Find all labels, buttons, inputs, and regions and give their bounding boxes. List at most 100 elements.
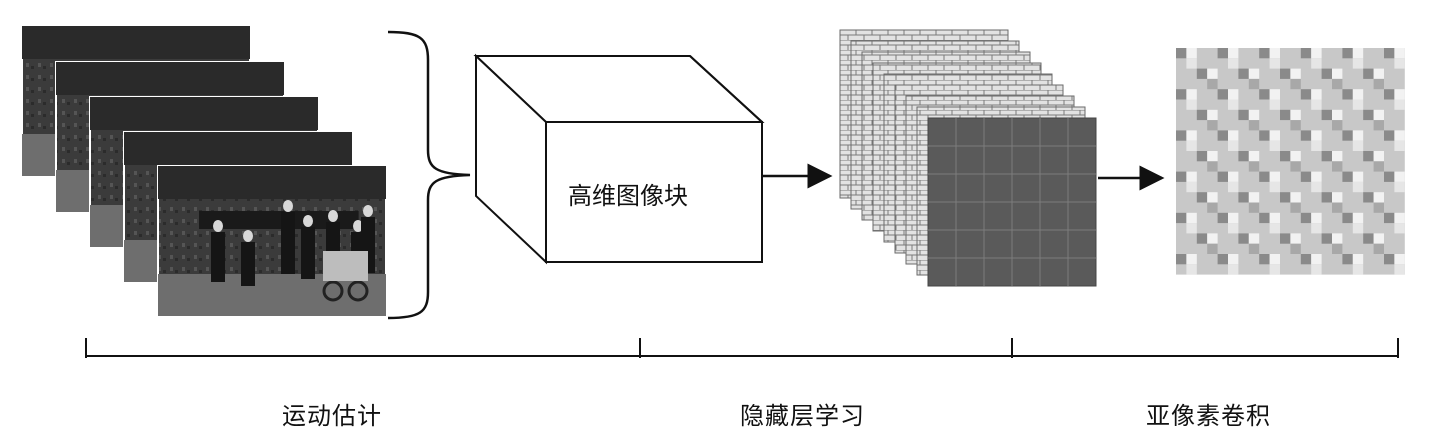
subpixel-cell bbox=[1363, 151, 1374, 162]
subpixel-cell bbox=[1321, 192, 1332, 203]
subpixel-cell bbox=[1352, 89, 1364, 100]
subpixel-cell bbox=[1394, 181, 1405, 193]
subpixel-cell bbox=[1186, 223, 1197, 234]
subpixel-cell bbox=[1228, 212, 1239, 224]
subpixel-cell bbox=[1321, 109, 1332, 121]
subpixel-cell bbox=[1352, 140, 1364, 151]
subpixel-cell bbox=[1290, 109, 1301, 121]
subpixel-cell bbox=[1196, 192, 1208, 203]
subpixel-cell bbox=[1269, 140, 1280, 151]
stage-ruler bbox=[85, 338, 1399, 358]
subpixel-cell bbox=[1238, 192, 1249, 203]
feature-map-stack bbox=[839, 29, 1097, 287]
subpixel-cell bbox=[1176, 130, 1187, 141]
subpixel-cell bbox=[1248, 161, 1260, 172]
stage-label-motion-estimation: 运动估计 bbox=[282, 402, 382, 430]
subpixel-cell bbox=[1363, 233, 1374, 244]
subpixel-cell bbox=[1207, 109, 1218, 121]
subpixel-cell bbox=[1384, 130, 1395, 141]
subpixel-cell bbox=[1352, 223, 1364, 234]
subpixel-cell bbox=[1373, 233, 1384, 244]
subpixel-cell bbox=[1332, 109, 1343, 121]
subpixel-cell bbox=[1248, 233, 1260, 244]
subpixel-cell bbox=[1207, 202, 1218, 213]
subpixel-cell bbox=[1363, 109, 1374, 121]
subpixel-cell bbox=[1248, 243, 1260, 254]
subpixel-cell bbox=[1332, 151, 1343, 162]
subpixel-cell bbox=[1248, 192, 1260, 203]
subpixel-cell bbox=[1248, 120, 1260, 131]
video-frames-stack bbox=[21, 25, 387, 317]
subpixel-cell bbox=[1228, 99, 1239, 110]
subpixel-cell bbox=[1373, 151, 1384, 162]
grouping-brace bbox=[387, 30, 471, 320]
subpixel-cell bbox=[1332, 68, 1343, 79]
subpixel-cell bbox=[1248, 202, 1260, 213]
subpixel-cell bbox=[1259, 130, 1270, 141]
stage-label-hidden-layer-learning: 隐藏层学习 bbox=[740, 402, 865, 430]
subpixel-cell bbox=[1176, 254, 1187, 265]
subpixel-cell bbox=[1290, 192, 1301, 203]
subpixel-cell bbox=[1352, 58, 1364, 69]
subpixel-cell bbox=[1394, 223, 1405, 234]
subpixel-cell bbox=[1269, 58, 1280, 69]
subpixel-cell bbox=[1290, 120, 1301, 131]
subpixel-cell bbox=[1352, 264, 1364, 275]
subpixel-cell bbox=[1290, 151, 1301, 162]
subpixel-cell bbox=[1248, 151, 1260, 162]
subpixel-cell bbox=[1384, 171, 1395, 182]
subpixel-cell bbox=[1352, 254, 1364, 265]
subpixel-cell bbox=[1217, 254, 1228, 265]
subpixel-cell bbox=[1394, 140, 1405, 151]
subpixel-cell bbox=[1176, 212, 1187, 224]
subpixel-cell bbox=[1394, 58, 1405, 69]
subpixel-cell bbox=[1342, 212, 1353, 224]
subpixel-cell bbox=[1228, 89, 1239, 100]
subpixel-cell bbox=[1311, 140, 1322, 151]
subpixel-cell bbox=[1394, 212, 1405, 224]
subpixel-cell bbox=[1300, 130, 1312, 141]
subpixel-cell bbox=[1207, 68, 1218, 79]
subpixel-cell bbox=[1186, 130, 1197, 141]
subpixel-cell bbox=[1228, 130, 1239, 141]
subpixel-cell bbox=[1311, 89, 1322, 100]
subpixel-cell bbox=[1332, 161, 1343, 172]
subpixel-cell bbox=[1269, 254, 1280, 265]
subpixel-cell bbox=[1196, 68, 1208, 79]
subpixel-cell bbox=[1228, 181, 1239, 193]
subpixel-cell bbox=[1321, 233, 1332, 244]
subpixel-cell bbox=[1217, 212, 1228, 224]
subpixel-cell bbox=[1300, 171, 1312, 182]
subpixel-cell bbox=[1259, 89, 1270, 100]
subpixel-cell bbox=[1238, 109, 1249, 121]
subpixel-cell bbox=[1228, 58, 1239, 69]
subpixel-cell bbox=[1280, 68, 1291, 79]
subpixel-cell bbox=[1228, 48, 1239, 59]
subpixel-cell bbox=[1311, 223, 1322, 234]
subpixel-cell bbox=[1394, 130, 1405, 141]
subpixel-cell bbox=[1269, 130, 1280, 141]
subpixel-cell bbox=[1300, 254, 1312, 265]
subpixel-cell bbox=[1186, 48, 1197, 59]
subpixel-cell bbox=[1332, 233, 1343, 244]
subpixel-cell bbox=[1311, 48, 1322, 59]
subpixel-cell bbox=[1269, 99, 1280, 110]
subpixel-cell bbox=[1280, 109, 1291, 121]
subpixel-cell bbox=[1352, 48, 1364, 59]
subpixel-cell bbox=[1186, 89, 1197, 100]
subpixel-cell bbox=[1186, 181, 1197, 193]
subpixel-cell bbox=[1269, 264, 1280, 275]
subpixel-cell bbox=[1332, 192, 1343, 203]
subpixel-cell bbox=[1259, 254, 1270, 265]
subpixel-cell bbox=[1342, 48, 1353, 59]
subpixel-cell bbox=[1394, 171, 1405, 182]
subpixel-cell bbox=[1186, 171, 1197, 182]
subpixel-cell bbox=[1196, 151, 1208, 162]
high-dim-patch-cube bbox=[473, 53, 765, 265]
subpixel-cell bbox=[1269, 223, 1280, 234]
subpixel-cell bbox=[1269, 89, 1280, 100]
subpixel-cell bbox=[1186, 99, 1197, 110]
subpixel-cell bbox=[1332, 202, 1343, 213]
subpixel-cell bbox=[1186, 264, 1197, 275]
subpixel-cell bbox=[1394, 89, 1405, 100]
